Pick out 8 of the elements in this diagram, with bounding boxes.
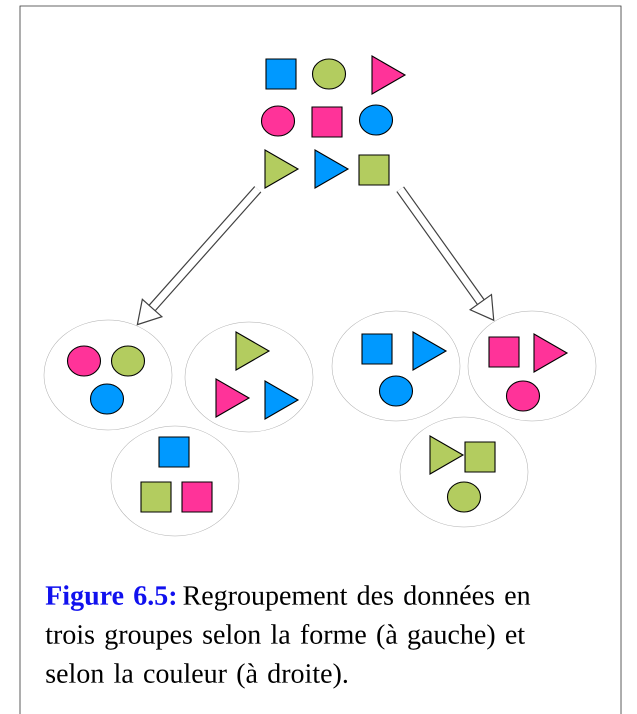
shapes-drawing bbox=[260, 55, 406, 189]
group-ellipse bbox=[332, 310, 460, 422]
group-ellipse bbox=[468, 310, 596, 422]
group-ellipse bbox=[110, 426, 240, 536]
group-ellipse bbox=[400, 416, 528, 528]
figure-caption: Figure 6.5: Regroupement des données en trois groupes selon la forme (à gauche) et selon la couleur (à droite). bbox=[45, 585, 530, 689]
group-ellipse bbox=[44, 320, 172, 430]
group-ellipse bbox=[184, 322, 314, 432]
